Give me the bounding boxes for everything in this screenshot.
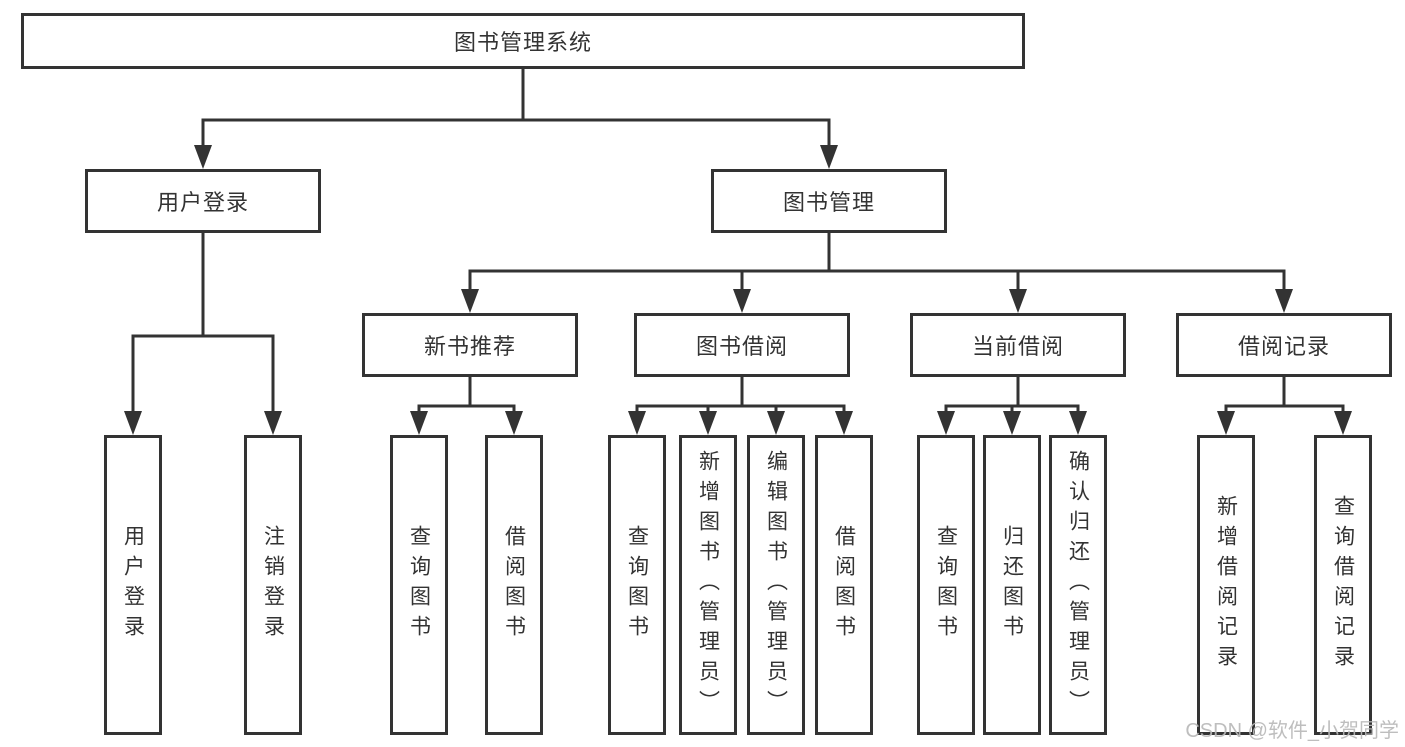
arrow-leaf-9 xyxy=(937,411,955,435)
watermark: CSDN @软件_小贺同学 xyxy=(1185,720,1399,742)
node-label: 图书管理 xyxy=(782,190,875,215)
node-label: 用户登录 xyxy=(156,190,249,215)
node-label: 新增图书（管理员） xyxy=(696,450,720,720)
node-current-borrowing: 当前借阅 xyxy=(910,313,1126,377)
arrow-to-new-book xyxy=(461,289,479,313)
arrow-leaf-1 xyxy=(124,411,142,435)
connector-borrowing-branch xyxy=(635,404,846,413)
arrow-leaf-4 xyxy=(505,411,523,435)
leaf-return-books: 归还图书 xyxy=(983,435,1041,735)
leaf-add-books-admin: 新增图书（管理员） xyxy=(679,435,737,735)
arrow-leaf-5 xyxy=(628,411,646,435)
connector-current-branch xyxy=(944,404,1080,413)
leaf-query-books-current: 查询图书 xyxy=(917,435,975,735)
arrow-leaf-12 xyxy=(1217,411,1235,435)
arrow-to-borrowing xyxy=(733,289,751,313)
arrow-leaf-13 xyxy=(1334,411,1352,435)
node-label: 查询图书 xyxy=(625,525,649,645)
arrow-leaf-6 xyxy=(699,411,717,435)
node-new-book-recommendation: 新书推荐 xyxy=(362,313,578,377)
leaf-query-books-borrowing: 查询图书 xyxy=(608,435,666,735)
node-borrowing-records: 借阅记录 xyxy=(1176,313,1392,377)
node-label: 编辑图书（管理员） xyxy=(764,450,788,720)
leaf-query-books-recommend: 查询图书 xyxy=(390,435,448,735)
arrow-to-records xyxy=(1275,289,1293,313)
node-label: 注销登录 xyxy=(261,525,285,645)
arrow-leaf-10 xyxy=(1003,411,1021,435)
node-label: 新增借阅记录 xyxy=(1214,495,1238,675)
node-label: 借阅记录 xyxy=(1237,334,1330,359)
arrow-to-user-login xyxy=(194,145,212,169)
leaf-confirm-return-admin: 确认归还（管理员） xyxy=(1049,435,1107,735)
node-label: 新书推荐 xyxy=(423,334,516,359)
node-book-borrowing: 图书借阅 xyxy=(634,313,850,377)
leaf-user-login: 用户登录 xyxy=(104,435,162,735)
leaf-borrow-books-recommend: 借阅图书 xyxy=(485,435,543,735)
node-label: 图书管理系统 xyxy=(453,30,592,55)
node-label: 查询图书 xyxy=(407,525,431,645)
leaf-query-borrow-record: 查询借阅记录 xyxy=(1314,435,1372,735)
connector-book-mgmt-branch xyxy=(468,269,1286,291)
arrow-to-current xyxy=(1009,289,1027,313)
node-label: 用户登录 xyxy=(121,525,145,645)
leaf-logout: 注销登录 xyxy=(244,435,302,735)
leaf-add-borrow-record: 新增借阅记录 xyxy=(1197,435,1255,735)
arrow-leaf-3 xyxy=(410,411,428,435)
leaf-edit-books-admin: 编辑图书（管理员） xyxy=(747,435,805,735)
node-user-login: 用户登录 xyxy=(85,169,321,233)
arrow-to-book-mgmt xyxy=(820,145,838,169)
node-label: 确认归还（管理员） xyxy=(1066,450,1090,720)
node-label: 查询图书 xyxy=(934,525,958,645)
node-book-management: 图书管理 xyxy=(711,169,947,233)
node-label: 查询借阅记录 xyxy=(1331,495,1355,675)
arrow-leaf-7 xyxy=(767,411,785,435)
arrow-leaf-8 xyxy=(835,411,853,435)
connector-records-branch xyxy=(1224,404,1345,413)
connector-root-branch xyxy=(201,118,831,148)
connector-new-book-branch xyxy=(417,404,516,413)
node-label: 当前借阅 xyxy=(971,334,1064,359)
arrow-leaf-2 xyxy=(264,411,282,435)
node-library-management-system: 图书管理系统 xyxy=(21,13,1025,69)
node-label: 图书借阅 xyxy=(695,334,788,359)
connector-user-login-branch xyxy=(131,334,275,413)
node-label: 借阅图书 xyxy=(502,525,526,645)
arrow-leaf-11 xyxy=(1069,411,1087,435)
node-label: 借阅图书 xyxy=(832,525,856,645)
node-label: 归还图书 xyxy=(1000,525,1024,645)
leaf-borrow-books-borrowing: 借阅图书 xyxy=(815,435,873,735)
